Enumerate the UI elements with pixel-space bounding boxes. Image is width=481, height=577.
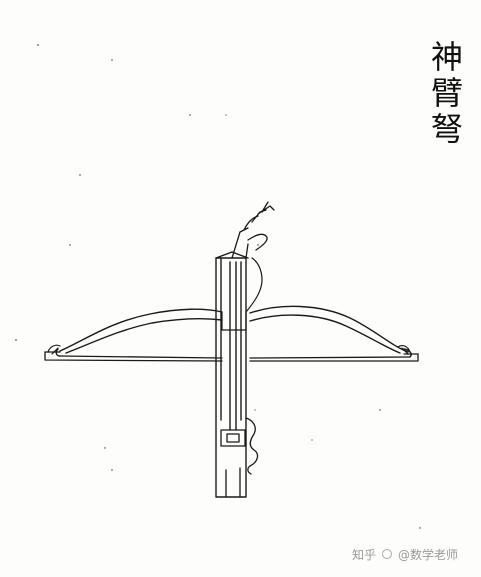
at-icon bbox=[382, 549, 393, 559]
trigger-block bbox=[220, 429, 246, 498]
watermark-author: @数学老师 bbox=[398, 547, 459, 562]
paper-specks bbox=[15, 44, 421, 529]
illustration-title: 神臂弩 bbox=[426, 40, 464, 148]
sight-post bbox=[231, 201, 275, 259]
bowstring bbox=[59, 355, 411, 359]
trigger-lever bbox=[245, 417, 259, 475]
watermark: 知乎 @数学老师 bbox=[352, 544, 458, 564]
stock bbox=[215, 251, 249, 498]
nut-mount bbox=[221, 257, 263, 331]
bow-limbs bbox=[55, 305, 412, 358]
watermark-platform: 知乎 bbox=[352, 547, 377, 562]
crossbar-ends bbox=[47, 344, 411, 355]
